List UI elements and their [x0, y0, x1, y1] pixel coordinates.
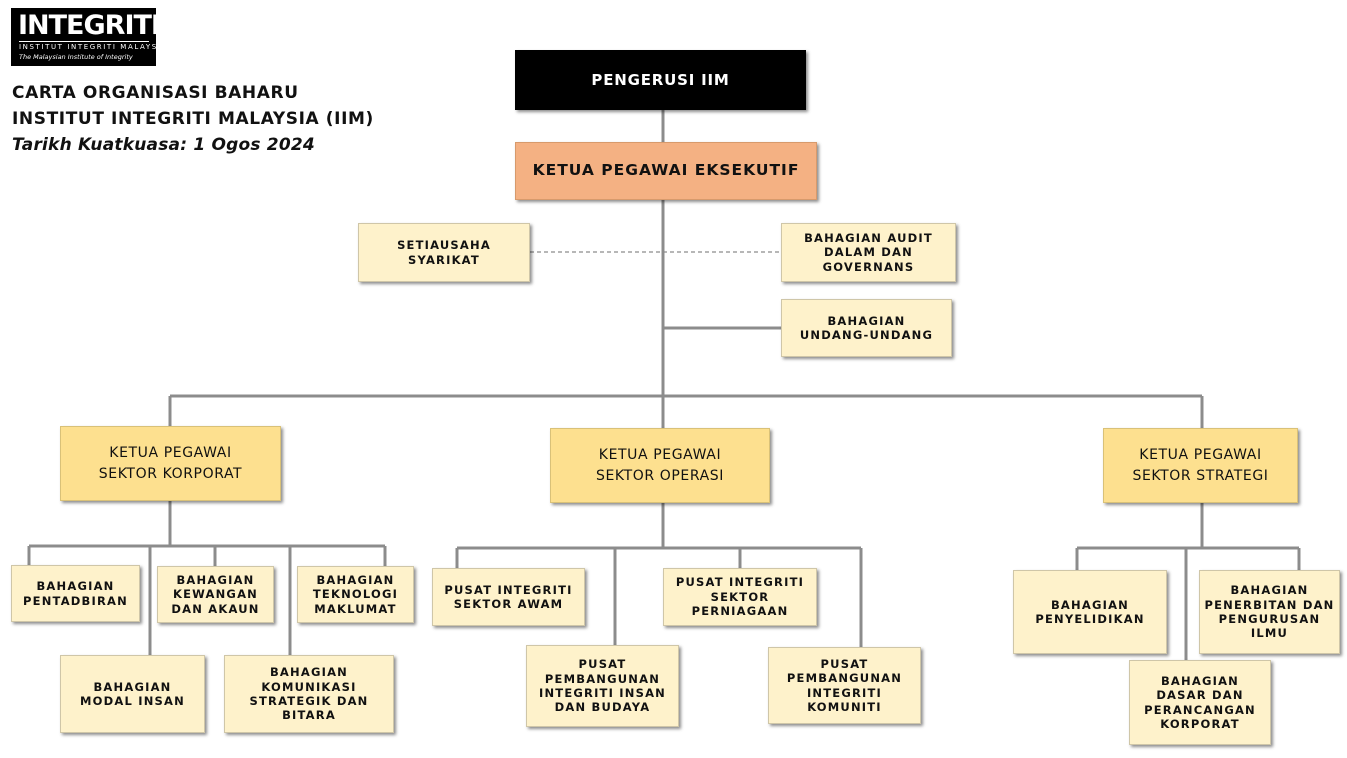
logo-institute-name: INSTITUT INTEGRITI MALAYSIA — [19, 43, 168, 51]
unit-pusat-pembangunan-insan-budaya: PUSAT PEMBANGUNAN INTEGRITI INSAN DAN BU… — [526, 645, 679, 727]
chairman-box: PENGERUSI IIM — [515, 50, 806, 110]
unit-pusat-integriti-sektor-awam: PUSAT INTEGRITI SEKTOR AWAM — [432, 568, 585, 626]
unit-penyelidikan: BAHAGIAN PENYELIDIKAN — [1013, 570, 1167, 654]
logo-rule — [19, 41, 149, 42]
audit-governance-box: BAHAGIAN AUDIT DALAM DAN GOVERNANS — [781, 223, 956, 282]
logo-tagline: The Malaysian Institute of Integrity — [19, 53, 133, 61]
logo-brand: INTEGRITI — [18, 10, 161, 41]
sector-korporat-box: KETUA PEGAWAI SEKTOR KORPORAT — [60, 426, 281, 501]
sector-strategi-box: KETUA PEGAWAI SEKTOR STRATEGI — [1103, 428, 1298, 503]
unit-pentadbiran: BAHAGIAN PENTADBIRAN — [11, 565, 140, 622]
unit-pusat-integriti-sektor-perniagaan: PUSAT INTEGRITI SEKTOR PERNIAGAAN — [663, 568, 817, 626]
unit-teknologi-maklumat: BAHAGIAN TEKNOLOGI MAKLUMAT — [297, 566, 414, 623]
unit-kewangan-akaun: BAHAGIAN KEWANGAN DAN AKAUN — [157, 566, 274, 623]
unit-dasar-perancangan-korporat: BAHAGIAN DASAR DAN PERANCANGAN KORPORAT — [1129, 660, 1271, 745]
company-secretary-box: SETIAUSAHA SYARIKAT — [358, 223, 530, 282]
chart-title-line2: INSTITUT INTEGRITI MALAYSIA (IIM) — [12, 109, 374, 129]
integriti-logo: INTEGRITI INSTITUT INTEGRITI MALAYSIA Th… — [11, 8, 166, 66]
sector-operasi-box: KETUA PEGAWAI SEKTOR OPERASI — [550, 428, 770, 503]
legal-division-box: BAHAGIAN UNDANG-UNDANG — [781, 299, 952, 357]
ceo-box: KETUA PEGAWAI EKSEKUTIF — [515, 142, 817, 200]
unit-pusat-pembangunan-komuniti: PUSAT PEMBANGUNAN INTEGRITI KOMUNITI — [768, 647, 921, 724]
effective-date: Tarikh Kuatkuasa: 1 Ogos 2024 — [12, 135, 315, 155]
unit-modal-insan: BAHAGIAN MODAL INSAN — [60, 655, 205, 733]
chart-title-line1: CARTA ORGANISASI BAHARU — [12, 83, 299, 103]
unit-penerbitan-pengurusan-ilmu: BAHAGIAN PENERBITAN DAN PENGURUSAN ILMU — [1199, 570, 1340, 654]
unit-komunikasi-strategik: BAHAGIAN KOMUNIKASI STRATEGIK DAN BITARA — [224, 655, 394, 733]
